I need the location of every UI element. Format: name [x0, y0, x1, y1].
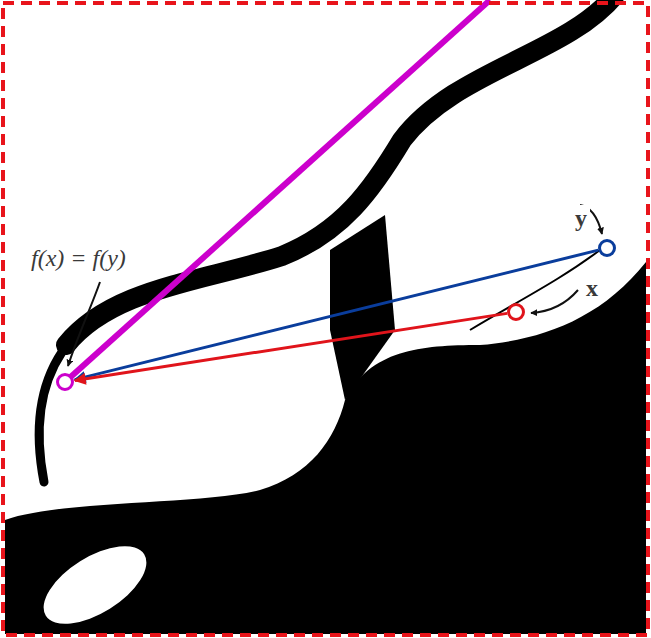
black-edge: [39, 352, 62, 482]
leader-line: [531, 290, 578, 313]
mapping-line: [75, 313, 507, 380]
leader-line: [68, 282, 100, 366]
black-filament: [470, 250, 600, 330]
white-blob: [31, 531, 159, 638]
point-label: x: [583, 275, 601, 301]
point-marker: f(x) = f(y): [56, 373, 74, 391]
mapping-line: [75, 250, 599, 379]
point-label: y: [572, 205, 590, 231]
point-marker: y: [598, 239, 616, 257]
black-band: [66, 0, 615, 345]
point-marker: x: [507, 303, 525, 321]
point-label: f(x) = f(y): [28, 245, 129, 271]
dashed-border: [3, 3, 648, 635]
